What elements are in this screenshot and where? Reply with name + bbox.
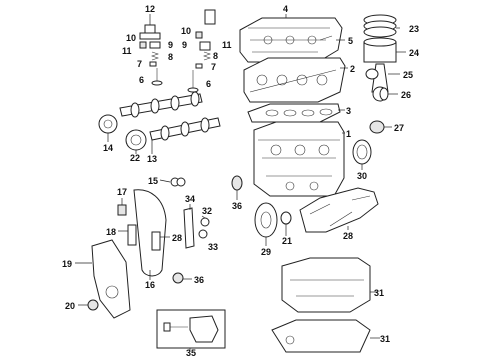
callout-23: 23 (409, 24, 419, 34)
lower-crankcase (281, 257, 371, 313)
timing-chain-16 (133, 189, 167, 277)
crank-sprocket-15 (170, 177, 186, 187)
chain-guide-28 (151, 231, 161, 251)
callout-30: 30 (357, 171, 367, 181)
lash-adjuster-9 (149, 41, 211, 51)
valve-spring-retainer-12 (139, 24, 161, 40)
valve-6 (151, 68, 199, 93)
cylinder-head (243, 57, 346, 103)
callout-33: 33 (208, 242, 218, 252)
cam-sprocket-14 (98, 114, 118, 134)
callout-8b: 8 (213, 51, 218, 61)
callout-17: 17 (117, 187, 127, 197)
callout-36a: 36 (232, 201, 242, 211)
callout-24: 24 (409, 48, 419, 58)
callout-2: 2 (350, 64, 355, 74)
callout-25: 25 (403, 70, 413, 80)
timing-cover-bolt (87, 299, 99, 311)
callout-5: 5 (348, 36, 353, 46)
tensioner-33 (198, 229, 208, 239)
callout-4: 4 (283, 4, 288, 14)
callout-7b: 7 (211, 62, 216, 72)
callout-28a: 28 (172, 233, 182, 243)
callout-16: 16 (145, 280, 155, 290)
callout-31b: 31 (380, 334, 390, 344)
callout-9a: 9 (168, 40, 173, 50)
callout-26: 26 (401, 90, 411, 100)
callout-19: 19 (62, 259, 72, 269)
valve-seal-7 (149, 61, 203, 69)
callout-10b: 10 (181, 26, 191, 36)
camshaft-lower (149, 117, 221, 141)
callout-34: 34 (185, 194, 195, 204)
callout-28b: 28 (343, 231, 353, 241)
camshaft-upper (119, 91, 203, 118)
callout-7a: 7 (137, 59, 142, 69)
callout-9b: 9 (182, 40, 187, 50)
callout-14: 14 (103, 143, 113, 153)
oil-pump-assembly (156, 309, 226, 349)
callout-21: 21 (282, 236, 292, 246)
callout-11a: 11 (122, 46, 132, 56)
seal-36-upper (231, 175, 243, 191)
tensioner-32 (200, 217, 210, 227)
crankshaft (299, 187, 379, 233)
callout-31a: 31 (374, 288, 384, 298)
callout-6b: 6 (206, 79, 211, 89)
callout-12: 12 (145, 4, 155, 14)
callout-27: 27 (394, 123, 404, 133)
valve-keepers-10 (139, 31, 203, 49)
callout-labels: 1 2 3 4 5 6 6 7 7 8 8 9 9 10 10 11 11 12… (62, 4, 419, 358)
callout-29: 29 (261, 247, 271, 257)
callout-10a: 10 (126, 33, 136, 43)
callout-20: 20 (65, 301, 75, 311)
callout-35: 35 (186, 348, 196, 358)
valve-spring-8 (151, 51, 211, 61)
chain-tensioner-17 (117, 204, 127, 216)
valve-cover (239, 17, 343, 63)
seal-36-lower (172, 272, 184, 284)
callout-36b: 36 (194, 275, 204, 285)
rod-bearing (365, 68, 379, 80)
engine-block (253, 121, 345, 197)
head-gasket (247, 103, 341, 123)
callout-13: 13 (147, 154, 157, 164)
timing-cover (91, 239, 131, 319)
callout-3: 3 (346, 106, 351, 116)
callout-1: 1 (346, 129, 351, 139)
rear-main-seal-30 (352, 139, 372, 165)
crank-seal-27 (369, 120, 385, 134)
oil-pan (271, 319, 371, 353)
crank-key (280, 211, 292, 225)
leader-lines (75, 14, 406, 350)
callout-22: 22 (130, 153, 140, 163)
cam-sprocket-22 (125, 129, 147, 151)
balancer-chain-34 (183, 207, 195, 249)
piston-rings (363, 14, 397, 38)
callout-8a: 8 (168, 52, 173, 62)
callout-15: 15 (148, 176, 158, 186)
valve-cover-gasket (319, 35, 333, 41)
chain-guide-18 (127, 224, 137, 246)
callout-32: 32 (202, 206, 212, 216)
valve-spring-retainer-12b (204, 9, 216, 25)
callout-18: 18 (106, 227, 116, 237)
rod-bolt (379, 87, 389, 101)
callout-11b: 11 (222, 40, 232, 50)
callout-6a: 6 (139, 75, 144, 85)
piston (363, 37, 397, 63)
crankshaft-pulley (254, 202, 278, 238)
